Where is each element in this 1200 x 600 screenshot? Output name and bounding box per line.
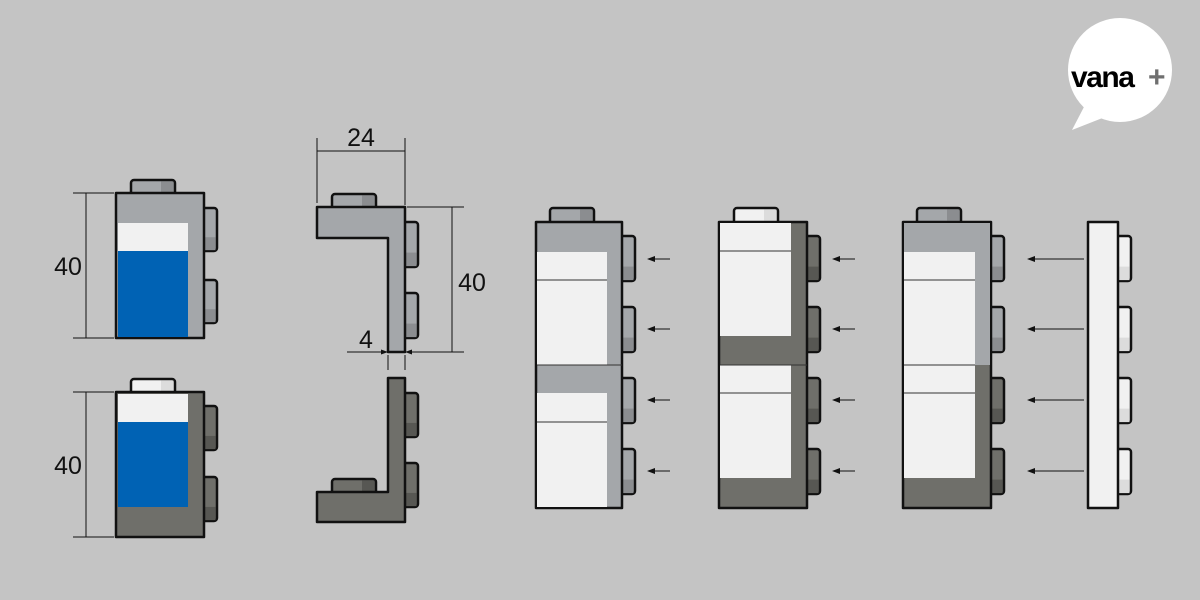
arrow-left-icon — [1027, 326, 1084, 332]
thickness-dimension: 4 — [347, 326, 418, 370]
white-stud-plate — [1086, 220, 1133, 510]
blue-fill — [118, 251, 188, 337]
stacked-mixed-blocks — [901, 206, 1084, 510]
block-dark-with-fill: 40 — [54, 377, 219, 539]
dimension-label: 24 — [347, 124, 375, 152]
arrow-left-icon — [832, 326, 855, 332]
height-dimension: 40 — [54, 391, 114, 538]
stacked-dark-blocks — [717, 206, 855, 510]
logo-plus: + — [1148, 61, 1165, 94]
arrow-left-icon — [832, 468, 855, 474]
arrow-left-icon — [647, 326, 670, 332]
arrow-left-icon — [1027, 397, 1084, 403]
width-dimension: 24 — [316, 124, 406, 205]
arrow-left-icon — [647, 256, 670, 262]
dimension-label: 40 — [54, 452, 82, 480]
arrow-left-icon — [1027, 256, 1084, 262]
dimension-label: 40 — [54, 253, 82, 281]
height-dimension: 40 — [54, 192, 114, 339]
arrow-left-icon — [832, 397, 855, 403]
l-profile-dark — [315, 376, 420, 524]
l-profile-light: 24 40 4 — [315, 124, 486, 370]
vana-plus-logo: vana + — [1068, 18, 1172, 130]
height-dimension: 40 — [407, 206, 486, 353]
block-light-with-fill: 40 — [54, 178, 219, 340]
arrow-left-icon — [647, 397, 670, 403]
white-insert — [118, 223, 188, 251]
stacked-light-blocks — [534, 206, 670, 510]
dimension-label: 40 — [458, 269, 486, 297]
blue-fill — [118, 422, 188, 507]
speech-bubble-icon — [1068, 18, 1172, 122]
arrow-left-icon — [647, 468, 670, 474]
arrow-left-icon — [1027, 468, 1084, 474]
dimension-label: 4 — [359, 326, 373, 354]
white-insert — [118, 394, 188, 422]
arrow-left-icon — [832, 256, 855, 262]
logo-text: vana — [1071, 61, 1135, 94]
